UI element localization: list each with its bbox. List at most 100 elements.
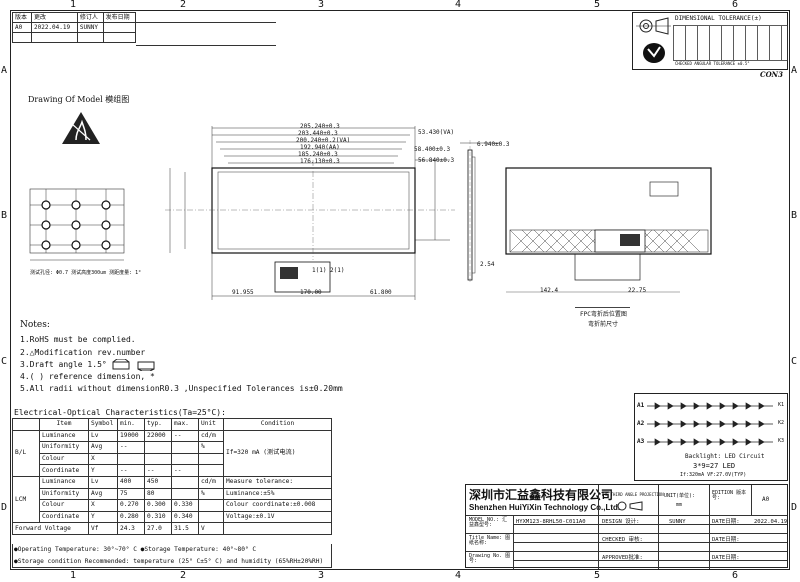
eo-header: max. [171,418,199,431]
row-letter: A [1,65,8,76]
row-letter: B [791,210,798,221]
dim-right: 58.400±0.3 [414,146,451,153]
company-logo-icon [643,43,665,63]
eo-item: Uniformity [39,487,89,501]
design-value: SUNNY [669,519,686,525]
eo-cond: Luminance:±5% [223,487,332,501]
revision-table: 版本 更改 修订人 发布日期 A0 2022.04.19 SUNNY [12,12,137,43]
dim-right: 53.430(VA) [418,129,455,136]
row-letter: A [791,65,798,76]
eo-item: Colour [39,499,89,512]
title-divider [466,533,787,534]
title-divider [513,524,787,525]
col-number: 4 [455,570,462,581]
led-circuit-box: A1 A2 A3 K1 K2 K3 Backlight: LED Circuit… [634,393,788,481]
title-name-label: Title Name: 图纸名称: [469,535,511,546]
eo-symbol: X [88,452,118,466]
fpc-caption: 弯折前尺寸 [588,321,619,328]
led-caption: If:320mA VF:27.0V(TYP) [680,472,747,478]
fpc-caption: FPC弯折后位置图 [580,311,627,318]
eo-typ [144,441,172,454]
eo-table-title: Electrical-Optical Characteristics(Ta=25… [14,408,226,417]
eo-typ: 0.300 [144,499,172,512]
title-block: 深圳市汇益鑫科技有限公司 Shenzhen HuiYiXin Technolog… [465,484,788,569]
dim-bottom: 61.800 [370,289,392,296]
eo-header: min. [117,418,145,431]
eo-header: Condition [223,418,332,431]
col-number: 4 [455,0,462,10]
note-item: 3.Draft angle 1.5° [20,360,107,369]
eo-max: 31.5 [171,522,199,535]
eo-unit [198,499,224,512]
projection-symbol-icon [636,17,671,35]
eo-symbol: Lv [88,429,118,443]
front-view-drawing [165,126,455,300]
led-caption: 3*9=27 LED [693,462,736,470]
back-view-drawing [505,167,712,293]
dim-top: 200.240±0.2(VA) [296,137,351,144]
eo-symbol: Y [88,464,118,477]
rev-cell: SUNNY [76,22,104,33]
col-number: 5 [594,0,601,10]
design-label: DESIGN 设计: [602,519,640,525]
side-view-drawing [460,140,500,283]
rev-header: 版本 [12,12,32,23]
revision-lines [136,22,276,46]
model-value: HYXM123-8RHL50-C011A0 [516,519,586,525]
eo-min: 400 [117,475,145,489]
led-circuit-diagram [647,402,773,446]
led-cathode-label: K2 [778,420,785,426]
eo-typ [144,452,172,466]
dim-top: 176.130±0.3 [300,158,340,165]
eo-symbol: Vf [88,522,118,535]
eo-unit [198,464,224,477]
eo-max [171,452,199,466]
title-divider [513,542,787,543]
eo-typ: 0.310 [144,510,172,524]
model-label: MODEL NO.: 汇益鑫型号: [469,517,508,528]
date-label: DATE日期: [712,537,740,543]
edition-value: A0 [762,496,770,503]
date-value: 2022.04.19 [754,519,788,525]
eo-max: -- [171,429,199,443]
note-item: 2.△Modification rev.number [20,348,146,357]
dim-top: 203.440±0.3 [298,130,338,137]
side-dim: 2.54 [480,261,495,268]
tolerance-grid [673,25,788,61]
eo-item: Colour [39,452,89,466]
tolerance-block: DIMENSIONAL TOLERANCE(±) CHECKED ANGULAR… [632,12,788,70]
eo-max: 0.330 [171,499,199,512]
drawing-title: Drawing Of Model 模组图 [28,95,130,104]
title-vline [598,485,599,569]
eo-table: Item Symbol min. typ. max. Unit Conditio… [12,418,332,535]
dim-top: 185.240±0.3 [298,151,338,158]
eo-typ: 22000 [144,429,172,443]
date-label: DATE日期: [712,555,740,561]
eo-symbol: Lv [88,475,118,489]
company-name-en: Shenzhen HuiYiXin Technology Co.,Ltd. [469,503,621,512]
back-dim: 22.75 [628,287,647,294]
rev-header: 修订人 [76,12,104,23]
unit-value: mm [676,502,683,508]
eo-unit [198,452,224,466]
eo-unit [198,510,224,524]
eo-max [171,475,199,489]
eo-min [117,452,145,466]
esd-warning-icon [62,112,100,144]
col-number: 3 [318,570,325,581]
eo-max: -- [171,464,199,477]
note-item: 4.( ) reference dimension, * [20,372,155,381]
row-letter: C [1,356,8,367]
eo-min: -- [117,464,145,477]
col-number: 3 [318,0,325,10]
eo-group: Forward Voltage [12,522,89,535]
eo-cond: Voltage:±0.1V [223,510,332,524]
drawing-no-label: Drawing No. 图号: [469,553,511,564]
eo-item: Uniformity [39,441,89,454]
eo-max [171,441,199,454]
rev-cell: 2022.04.19 [30,22,78,33]
col-number: 2 [180,0,187,10]
eo-item: Luminance [39,475,89,489]
row-letter: B [1,210,8,221]
led-anode-label: A2 [637,420,645,427]
